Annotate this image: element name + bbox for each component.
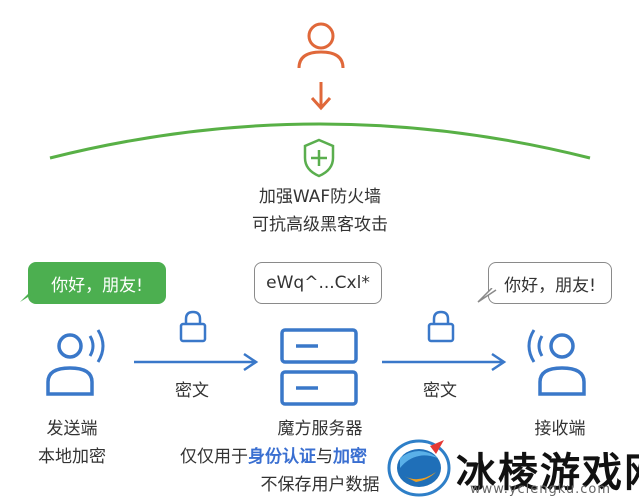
- sender-sublabel: 本地加密: [38, 447, 106, 467]
- left-lock-icon: [179, 310, 207, 343]
- receiver-message-text: 你好，朋友!: [504, 275, 596, 296]
- server-purpose-line: 仅仅用于身份认证与加密: [180, 442, 367, 467]
- watermark-url: www.yclengku.com: [470, 482, 612, 497]
- sender-person-icon: [46, 329, 105, 396]
- waf-label-line1: 加强WAF防火墙: [258, 187, 382, 207]
- sender-message-text: 你好，朋友!: [51, 275, 143, 296]
- server-purpose-encrypt: 加密: [333, 447, 367, 467]
- waf-label-line2: 可抗高级黑客攻击: [252, 215, 388, 235]
- server-purpose-mid: 与: [316, 447, 333, 467]
- left-cipher-label: 密文: [175, 381, 209, 401]
- sender-label: 发送端: [46, 419, 98, 439]
- server-label: 魔方服务器: [277, 419, 363, 439]
- shield-icon: [303, 138, 335, 178]
- sender-message-bubble: 你好，朋友!: [28, 262, 166, 304]
- right-lock-icon: [427, 310, 455, 343]
- firewall-arc: [49, 122, 591, 160]
- right-cipher-label: 密文: [423, 381, 457, 401]
- receiver-person-icon: [527, 329, 586, 396]
- receiver-label: 接收端: [534, 419, 586, 439]
- server-nostore-label: 不保存用户数据: [260, 475, 380, 495]
- left-arrow: [134, 352, 259, 372]
- watermark-title: 冰棱游戏网: [456, 450, 639, 496]
- server-purpose-auth: 身份认证: [248, 447, 316, 467]
- receiver-bubble-tail: [477, 288, 497, 303]
- watermark-logo: [387, 439, 451, 497]
- hacker-person-icon: [297, 22, 345, 111]
- sender-bubble-tail: [20, 290, 36, 302]
- server-cipher-bubble: eWq^...Cxl*: [254, 262, 382, 304]
- receiver-message-bubble: 你好，朋友!: [488, 262, 612, 304]
- server-icon: [280, 328, 358, 406]
- server-purpose-prefix: 仅仅用于: [180, 447, 248, 467]
- right-arrow: [382, 352, 507, 372]
- server-cipher-text: eWq^...Cxl*: [266, 273, 370, 293]
